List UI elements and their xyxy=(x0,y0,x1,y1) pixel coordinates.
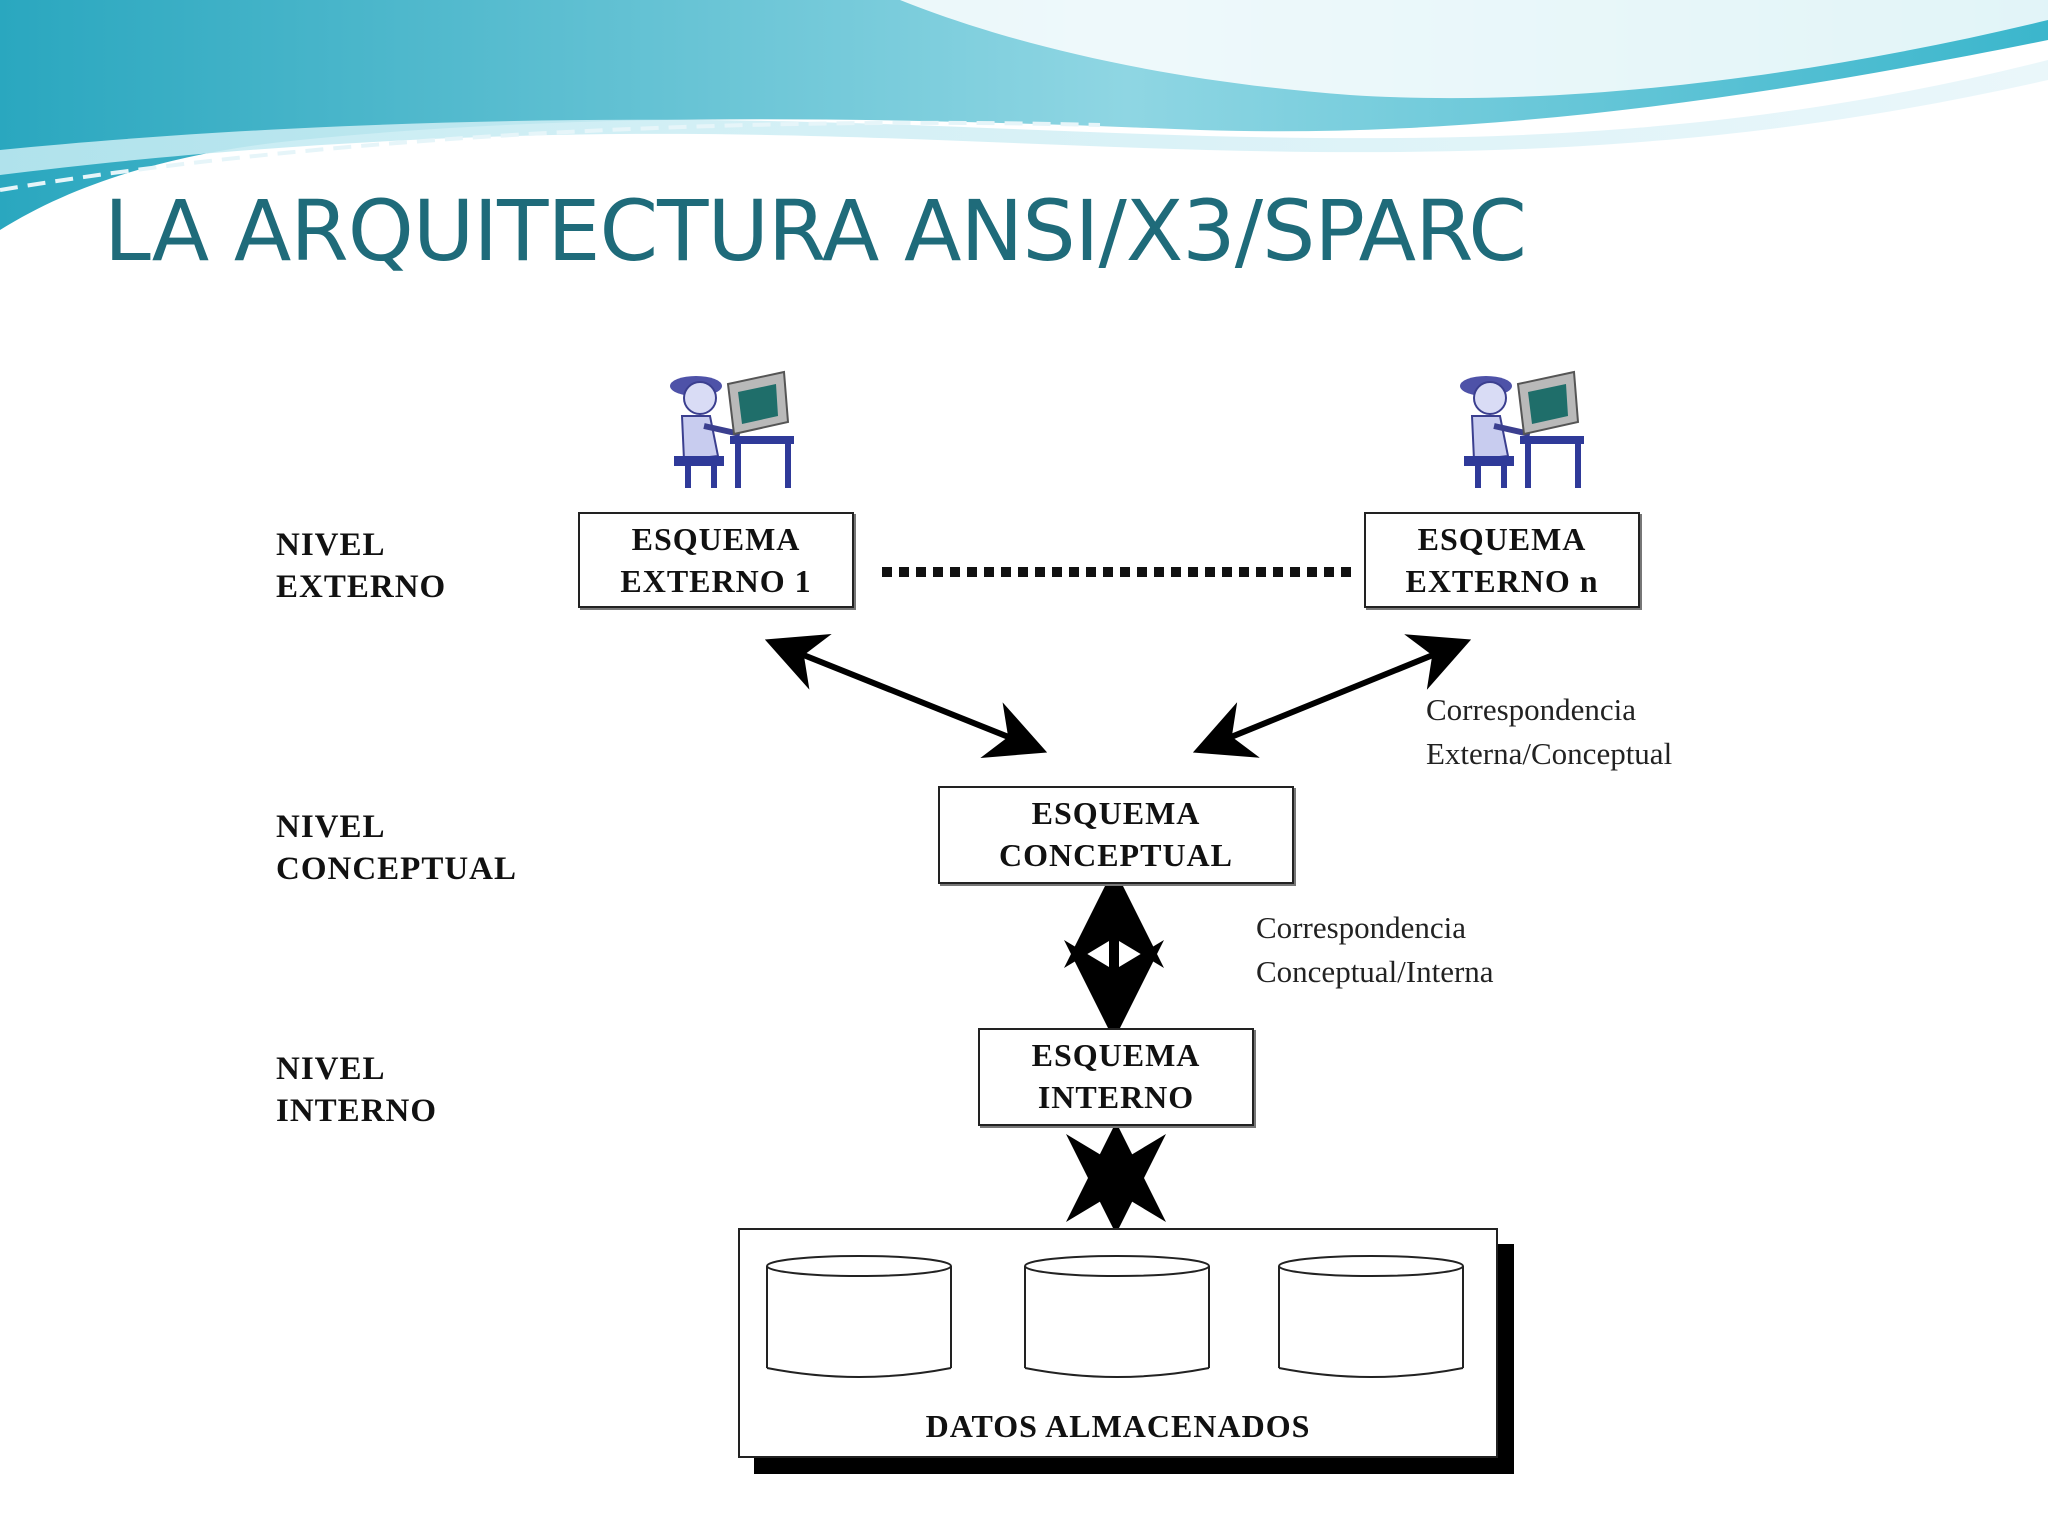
box-line: ESQUEMA xyxy=(631,521,801,557)
level-label-external: NIVEL EXTERNO xyxy=(276,524,446,608)
diagram-connectors xyxy=(764,567,1472,1234)
database-cylinder-icon xyxy=(1024,1255,1210,1378)
note-conceptual-internal: Correspondencia Conceptual/Interna xyxy=(1256,906,1494,994)
slide-title: LA ARQUITECTURA ANSI/X3/SPARC xyxy=(104,182,1527,280)
box-external-schema-n: ESQUEMA EXTERNO n xyxy=(1364,512,1640,608)
note-external-conceptual: Correspondencia Externa/Conceptual xyxy=(1426,688,1672,776)
level-label-line: CONCEPTUAL xyxy=(276,851,518,887)
wave-banner xyxy=(0,0,2048,230)
note-line: Externa/Conceptual xyxy=(1426,736,1673,771)
stored-data-box: DATOS ALMACENADOS xyxy=(738,1228,1498,1458)
box-line: EXTERNO 1 xyxy=(620,563,812,599)
arrow-externaln-conceptual xyxy=(1192,634,1472,758)
architecture-diagram: NIVEL EXTERNO NIVEL CONCEPTUAL NIVEL INT… xyxy=(248,354,1738,1494)
box-line: INTERNO xyxy=(1037,1079,1195,1115)
level-label-internal: NIVEL INTERNO xyxy=(276,1048,437,1132)
arrow-external1-conceptual xyxy=(764,633,1048,759)
box-line: CONCEPTUAL xyxy=(998,837,1233,873)
box-line: ESQUEMA xyxy=(1031,795,1201,831)
user-at-computer-icon xyxy=(670,370,794,488)
level-label-line: NIVEL xyxy=(276,1051,386,1087)
box-internal-schema: ESQUEMA INTERNO xyxy=(978,1028,1254,1126)
box-line: EXTERNO n xyxy=(1405,563,1599,599)
database-cylinder-icon xyxy=(1278,1255,1464,1378)
level-label-line: NIVEL xyxy=(276,527,386,563)
user-at-computer-icon xyxy=(1460,370,1584,488)
note-line: Correspondencia xyxy=(1256,910,1467,945)
level-label-line: NIVEL xyxy=(276,809,386,845)
stored-data-label: DATOS ALMACENADOS xyxy=(925,1408,1311,1444)
database-cylinder-icon xyxy=(766,1255,952,1378)
box-conceptual-schema: ESQUEMA CONCEPTUAL xyxy=(938,786,1294,884)
level-label-line: EXTERNO xyxy=(276,569,447,605)
level-label-conceptual: NIVEL CONCEPTUAL xyxy=(276,806,517,890)
box-line: ESQUEMA xyxy=(1031,1037,1201,1073)
note-line: Correspondencia xyxy=(1426,692,1637,727)
note-line: Conceptual/Interna xyxy=(1256,954,1494,989)
level-label-line: INTERNO xyxy=(276,1093,438,1129)
box-external-schema-1: ESQUEMA EXTERNO 1 xyxy=(578,512,854,608)
box-line: ESQUEMA xyxy=(1417,521,1587,557)
